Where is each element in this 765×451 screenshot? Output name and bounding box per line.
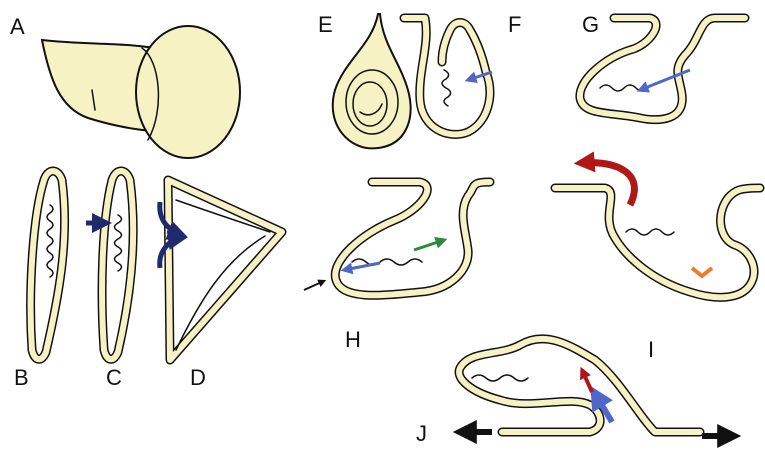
panel-h-blue-arrow <box>344 263 380 270</box>
panel-j-folds <box>472 375 528 381</box>
panel-h-black-arrow <box>304 281 324 290</box>
panel-a-label: A <box>10 14 25 39</box>
panel-e: E <box>318 12 411 148</box>
panel-g: G <box>580 12 745 120</box>
panel-j-label: J <box>416 421 427 446</box>
panel-h-label: H <box>345 327 361 352</box>
panel-c-label: C <box>106 365 122 390</box>
panel-h-folds <box>352 259 422 265</box>
panel-j: J <box>416 339 734 446</box>
panel-g-outline <box>580 18 745 120</box>
panel-f-label: F <box>508 12 521 37</box>
panel-d: D <box>160 180 282 390</box>
panel-i-orange-arrow <box>692 268 712 276</box>
panel-i: I <box>555 163 760 362</box>
panel-i-folds <box>626 229 674 235</box>
panel-j-red-arrow <box>582 370 592 392</box>
panel-g-fill <box>580 18 745 120</box>
panel-g-label: G <box>582 12 599 37</box>
panel-h-green-arrow <box>414 240 444 250</box>
panel-a: A <box>10 14 240 158</box>
panel-c: C <box>86 171 133 390</box>
panel-d-label: D <box>190 365 206 390</box>
panel-h-fill <box>335 182 490 295</box>
panel-e-body <box>333 14 411 148</box>
panel-h: H <box>304 182 490 352</box>
panel-e-label: E <box>318 12 333 37</box>
panel-f: F <box>404 12 521 134</box>
panel-b: B <box>14 171 65 390</box>
panel-b-folds <box>47 205 53 277</box>
panel-b-label: B <box>14 365 29 390</box>
panel-i-label: I <box>648 337 654 362</box>
panel-i-fill <box>555 188 760 297</box>
panel-f-folds <box>442 70 451 106</box>
panel-j-fill <box>459 339 700 432</box>
panel-a-cup <box>136 26 240 158</box>
panel-c-folds <box>115 215 122 271</box>
